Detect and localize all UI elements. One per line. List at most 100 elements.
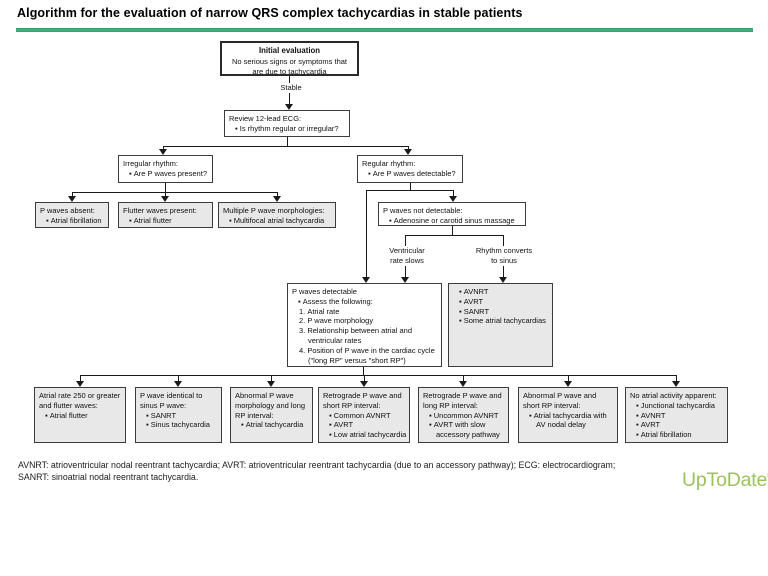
node-retrograde-short-rp: Retrograde P wave and short RP interval:… [318,387,410,443]
node-body: No serious signs or symptoms that are du… [231,56,348,76]
edge-label-line: Rhythm converts [475,246,533,255]
flow-arrowhead [76,381,84,387]
flow-arrowhead [404,149,412,155]
title-divider [16,28,753,32]
node-retrograde-long-rp: Retrograde P wave and long RP interval: … [418,387,509,443]
node-title: P waves absent: [40,206,95,215]
node-title: P waves not detectable: [383,206,463,215]
node-title: Abnormal P wave and short RP interval: [523,391,597,410]
node-item: Some atrial tachycardias [453,316,548,326]
flow-line [453,190,454,197]
flow-line [463,375,464,382]
node-title: Abnormal P wave morphology and long RP i… [235,391,306,420]
node-item: Are P waves present? [123,169,208,179]
node-item: Atrial tachycardia with AV nodal delay [523,411,613,431]
node-title: Flutter waves present: [123,206,197,215]
node-regular-rhythm: Regular rhythm: Are P waves detectable? [357,155,463,183]
flow-arrowhead [161,196,169,202]
node-title: Review 12-lead ECG: [229,114,302,123]
node-item: Atrial tachycardia [235,420,308,430]
node-item: Atrial flutter [39,411,121,421]
node-title: Regular rhythm: [362,159,416,168]
edge-label-stable: Stable [271,83,311,93]
flow-line [676,375,677,382]
flow-line [405,235,504,236]
abbreviation-key-line1: AVNRT: atrioventricular nodal reentrant … [18,460,616,470]
node-review-ecg: Review 12-lead ECG: Is rhythm regular or… [224,110,350,137]
node-p-waves-detectable: P waves detectable Assess the following:… [287,283,442,367]
flow-arrowhead [273,196,281,202]
flow-line [163,146,409,147]
edge-label-line: to sinus [491,255,517,265]
node-item: Low atrial tachycardia [323,430,407,440]
flow-arrowhead [672,381,680,387]
flow-line [287,137,288,146]
flow-line [80,375,676,376]
logo-text: UpToDate [682,469,768,491]
node-item: AVRT [323,420,405,430]
flow-arrowhead [285,104,293,110]
node-item: AVRT [630,420,723,430]
node-atrial-rate-250: Atrial rate 250 or greater and flutter w… [34,387,126,443]
flow-line [366,190,454,191]
node-title: Irregular rhythm: [123,159,179,168]
node-title: No atrial activity apparent: [630,391,717,400]
flow-line [363,367,364,376]
assessment-list: Atrial rate P wave morphology Relationsh… [292,307,437,366]
flow-line [165,183,166,192]
node-title: Atrial rate 250 or greater and flutter w… [39,391,121,410]
node-item: Are P waves detectable? [362,169,458,179]
flow-arrowhead [401,277,409,283]
edge-label-line: rate slows [390,255,424,265]
flow-line [364,375,365,382]
node-item: Junctional tachycardia [630,401,723,411]
node-flutter-waves-present: Flutter waves present: Atrial flutter [118,202,213,228]
flow-arrowhead [360,381,368,387]
list-item: Atrial rate [307,306,340,316]
node-item: Assess the following: [292,297,437,307]
flow-arrowhead [159,149,167,155]
flow-line [163,146,164,150]
flow-arrowhead [362,277,370,283]
node-item: Uncommon AVNRT [423,411,504,421]
node-title: Retrograde P wave and short RP interval: [323,391,402,410]
edge-label-rhythm-converts: Rhythm converts to sinus [467,246,541,266]
node-item: SANRT [140,411,217,421]
node-title: P wave identical to sinus P wave: [140,391,203,410]
node-item: Atrial fibrillation [630,430,723,440]
node-p-waves-absent: P waves absent: Atrial fibrillation [35,202,109,228]
flow-line [178,375,179,382]
flow-arrowhead [68,196,76,202]
flow-line [271,375,272,382]
page-title: Algorithm for the evaluation of narrow Q… [17,6,523,20]
node-item: Atrial flutter [123,216,208,226]
node-item: Common AVNRT [323,411,405,421]
node-item: AVRT with slow accessory pathway [423,420,504,440]
node-abnormal-p-long-rp: Abnormal P wave morphology and long RP i… [230,387,313,443]
node-item: AVNRT [453,287,548,297]
node-title: Initial evaluation [258,46,321,55]
node-item: Sinus tachycardia [140,420,217,430]
node-item: Atrial fibrillation [40,216,104,226]
flow-line [80,375,81,382]
node-converts-outcomes: AVNRT AVRT SANRT Some atrial tachycardia… [448,283,553,367]
flow-arrowhead [459,381,467,387]
node-abnormal-p-short-rp: Abnormal P wave and short RP interval: A… [518,387,618,443]
flow-line [452,226,453,236]
flow-line [72,192,278,193]
node-item: Is rhythm regular or irregular? [229,124,345,134]
node-title: Multiple P wave morphologies: [223,206,325,215]
flow-line [366,190,367,278]
node-multiple-p-morphologies: Multiple P wave morphologies: Multifocal… [218,202,336,228]
node-p-wave-identical-sinus: P wave identical to sinus P wave: SANRT … [135,387,222,443]
flow-line [410,183,411,191]
flow-arrowhead [564,381,572,387]
node-item: AVRT [453,297,548,307]
flow-line [408,146,409,150]
abbreviation-key-line2: SANRT: sinoatrial nodal reentrant tachyc… [18,472,199,482]
edge-label-line: Ventricular [389,246,425,255]
flow-arrowhead [449,196,457,202]
node-p-waves-not-detectable: P waves not detectable: Adenosine or car… [378,202,526,226]
flow-arrowhead [174,381,182,387]
